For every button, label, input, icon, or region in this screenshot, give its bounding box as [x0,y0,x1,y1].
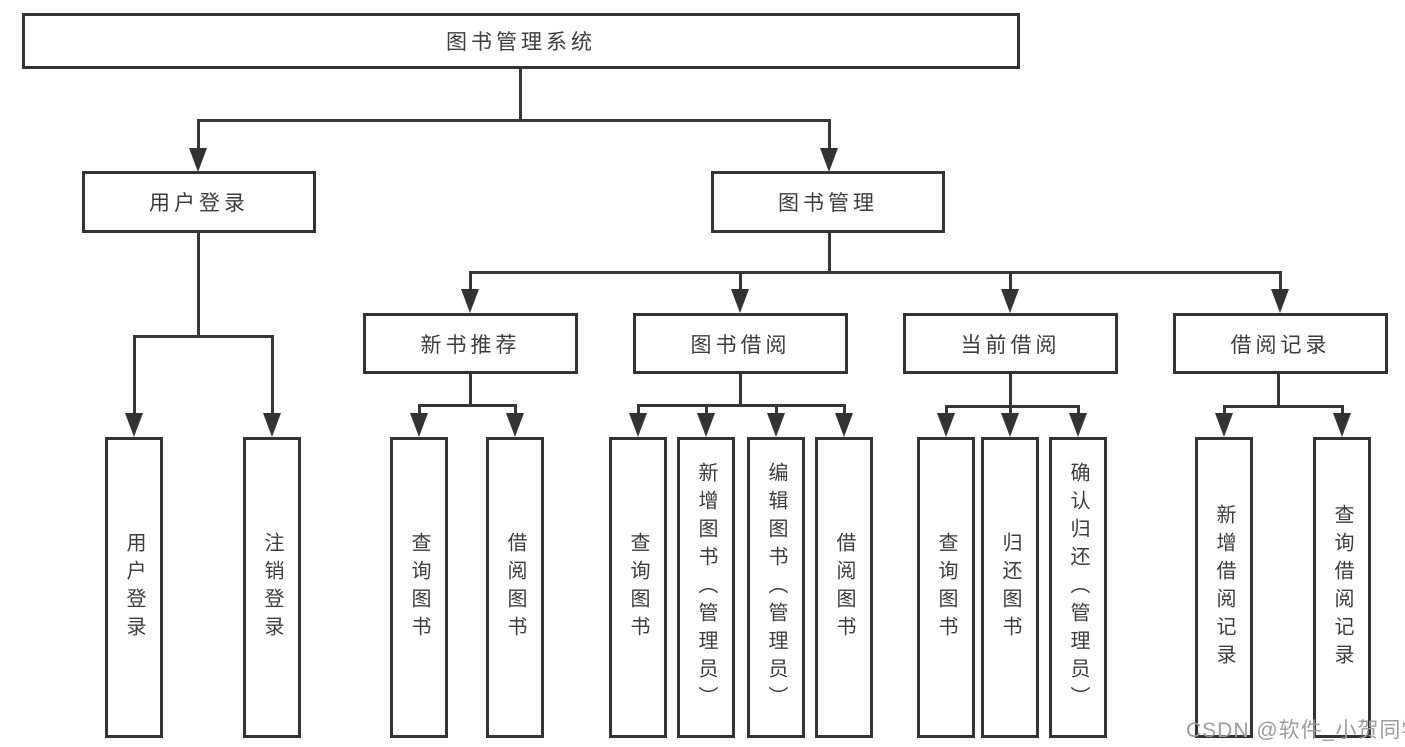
connector-shaft [469,271,472,293]
connector-branch [1223,405,1344,408]
arrowhead-down-icon [820,148,838,172]
node-user-login: 用户登录 [82,171,316,233]
leaf-query-books: 查询图书 [917,437,975,738]
connector-shaft [1341,405,1344,417]
connector-branch [945,405,1080,408]
leaf-logout: 注销登录 [243,437,301,738]
leaf-user-login: 用户登录 [105,437,163,738]
connector-shaft [775,404,778,417]
arrowhead-down-icon [189,148,207,172]
leaf-confirm-return-admin: 确认归还（管理员） [1049,437,1107,738]
node-book-management: 图书管理 [711,171,945,233]
node-label: 借阅图书 [833,531,855,644]
node-label: 查询图书 [408,531,430,644]
leaf-query-books: 查询图书 [609,437,667,738]
node-label: 借阅记录 [1230,333,1331,357]
node-label: 查询借阅记录 [1331,503,1353,672]
leaf-add-borrow-record: 新增借阅记录 [1195,437,1253,738]
connector-shaft [637,404,640,417]
node-label: 用户登录 [149,192,249,215]
arrowhead-down-icon [835,413,853,437]
connector-shaft [705,404,708,417]
connector-stem [197,233,200,337]
leaf-edit-books-admin: 编辑图书（管理员） [747,437,805,738]
connector-shaft [1009,271,1012,293]
connector-shaft [418,404,421,417]
connector-shaft [1009,405,1012,417]
arrowhead-down-icon [731,289,749,313]
arrowhead-down-icon [767,413,785,437]
connector-shaft [197,119,200,152]
node-label: 用户登录 [123,531,145,644]
node-label: 图书管理 [778,192,878,215]
arrowhead-down-icon [410,413,428,437]
arrowhead-down-icon [506,413,524,437]
node-label: 查询图书 [935,531,957,644]
leaf-borrow-books: 借阅图书 [486,437,544,738]
node-label: 编辑图书（管理员） [765,461,787,714]
node-new-book-recommend: 新书推荐 [363,313,578,374]
arrowhead-down-icon [629,413,647,437]
connector-branch [637,404,846,407]
node-label: 归还图书 [999,531,1021,644]
connector-stem [1277,374,1280,407]
node-label: 新增图书（管理员） [695,461,717,714]
node-label: 当前借阅 [960,333,1061,357]
node-borrow-records: 借阅记录 [1173,313,1388,374]
node-label: 注销登录 [261,531,283,644]
node-label: 确认归还（管理员） [1067,461,1089,714]
arrowhead-down-icon [1271,289,1289,313]
arrowhead-down-icon [1001,413,1019,437]
node-current-borrow: 当前借阅 [903,313,1118,374]
leaf-add-books-admin: 新增图书（管理员） [677,437,735,738]
connector-shaft [1279,271,1282,293]
connector-branch [418,404,517,407]
connector-stem [1009,374,1012,407]
connector-shaft [945,405,948,417]
leaf-query-books: 查询图书 [390,437,448,738]
connector-shaft [828,119,831,152]
arrowhead-down-icon [461,289,479,313]
connector-stem [469,374,472,406]
node-label: 图书借阅 [690,333,791,357]
node-book-borrow: 图书借阅 [633,313,848,374]
connector-shaft [133,335,136,415]
arrowhead-down-icon [1215,413,1233,437]
arrowhead-down-icon [1333,413,1351,437]
node-root-system: 图书管理系统 [22,13,1020,69]
connector-root-branch [197,119,831,122]
csdn-watermark: CSDN @软件_小贺同学 [1186,719,1405,742]
leaf-return-books: 归还图书 [981,437,1039,738]
node-label: 查询图书 [627,531,649,644]
node-label: 新书推荐 [420,333,521,357]
connector-shaft [843,404,846,417]
connector-stem [828,233,831,274]
arrowhead-down-icon [1069,413,1087,437]
connector-shaft [1223,405,1226,417]
arrowhead-down-icon [125,413,143,437]
leaf-query-borrow-record: 查询借阅记录 [1313,437,1371,738]
arrowhead-down-icon [263,413,281,437]
arrowhead-down-icon [1001,289,1019,313]
connector-root-stem [519,69,522,121]
connector-branch [133,335,274,338]
node-label: 新增借阅记录 [1213,503,1235,672]
connector-shaft [739,271,742,293]
arrowhead-down-icon [697,413,715,437]
connector-shaft [514,404,517,417]
connector-shaft [1077,405,1080,417]
connector-branch [469,271,1282,274]
connector-stem [739,374,742,406]
leaf-borrow-books: 借阅图书 [815,437,873,738]
arrowhead-down-icon [937,413,955,437]
connector-shaft [271,335,274,415]
node-label: 图书管理系统 [446,31,596,54]
node-label: 借阅图书 [504,531,526,644]
